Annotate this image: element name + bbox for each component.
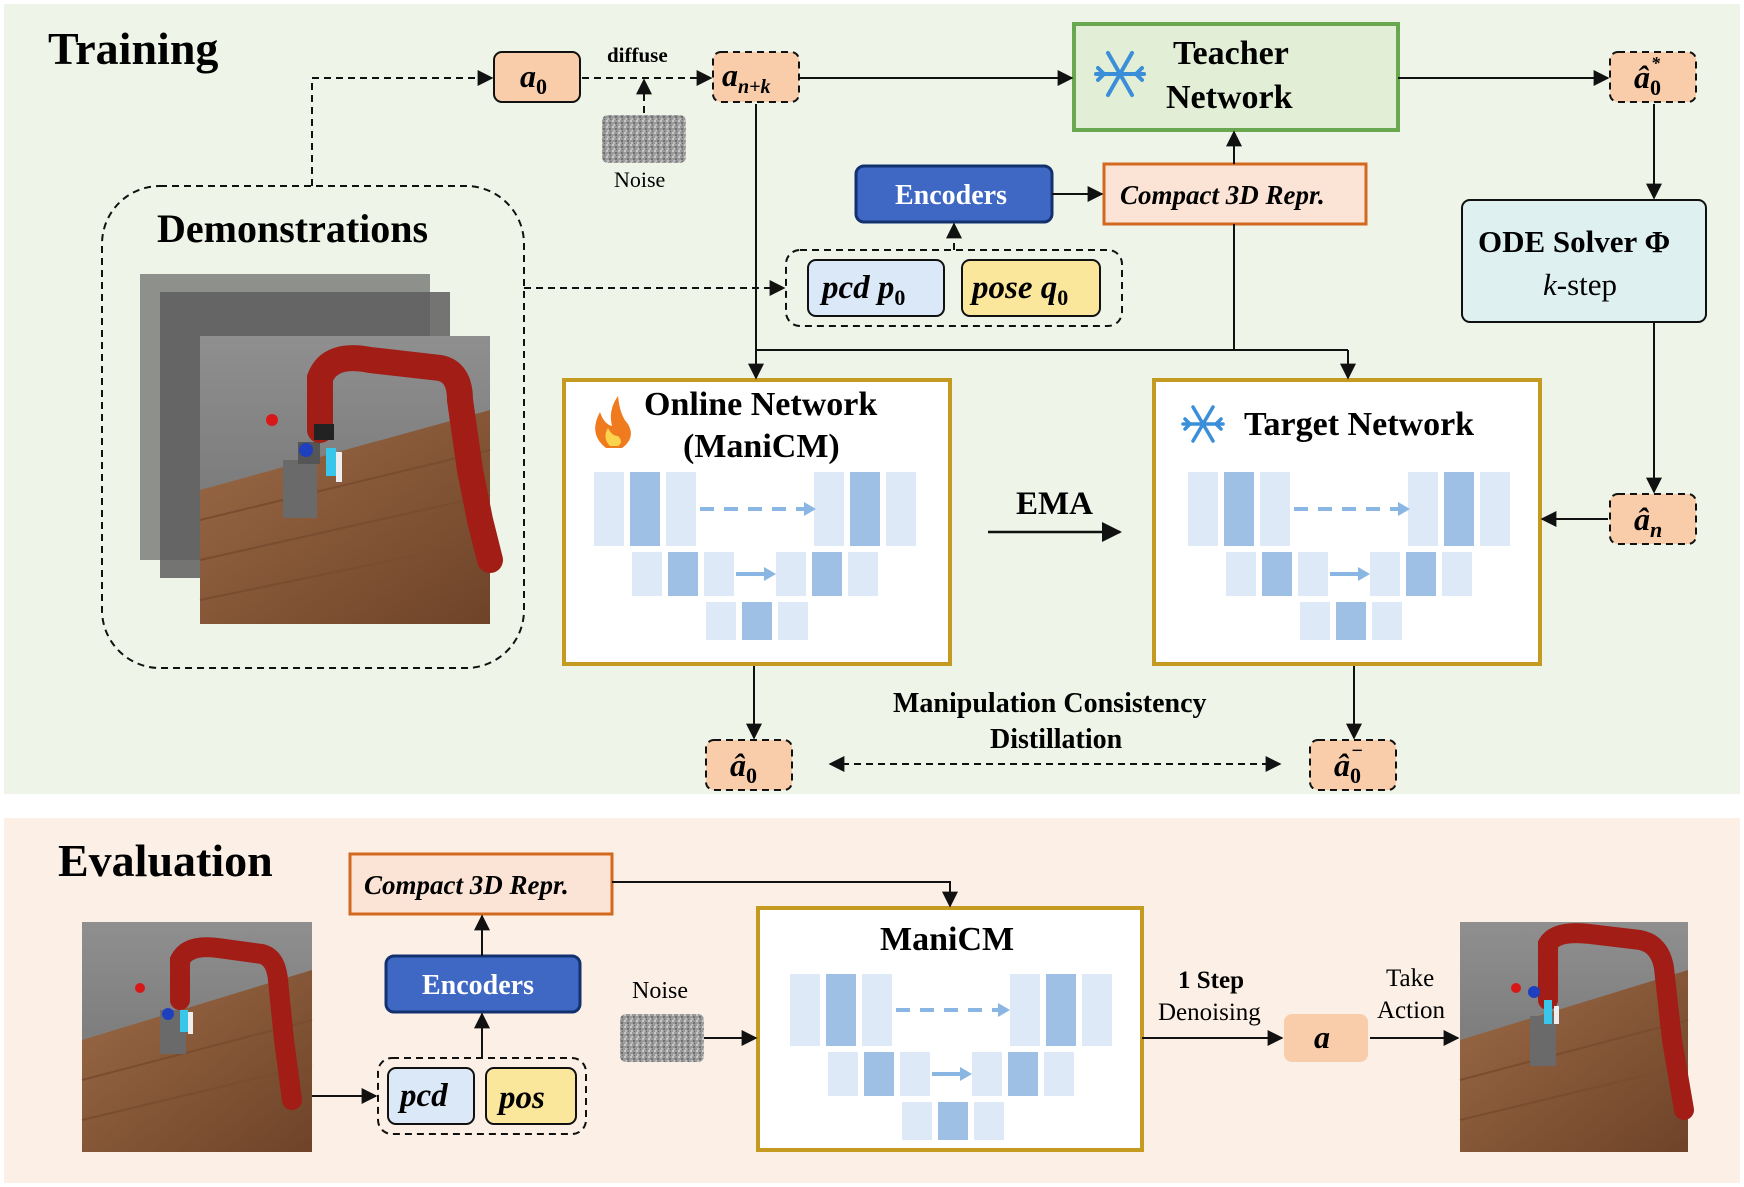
svg-text:â0−: â0−: [1334, 740, 1363, 788]
target-network-title: Target Network: [1244, 406, 1474, 443]
robot-image-output: [1459, 922, 1694, 1152]
an-node: ân: [1609, 493, 1697, 545]
a0-hat-target-node: â0−: [1309, 739, 1397, 791]
evaluation-connectors: [312, 881, 1460, 1104]
demo-frame-front: [199, 336, 503, 624]
demonstrations-label: Demonstrations: [157, 206, 428, 251]
noise-label-eval: Noise: [632, 978, 688, 1004]
a0-node: a0: [493, 51, 581, 103]
svg-text:pcd: pcd: [397, 1078, 448, 1114]
svg-text:â0: â0: [730, 747, 757, 788]
take-label: Take: [1386, 965, 1434, 992]
svg-text:Encoders: Encoders: [895, 180, 1007, 211]
evaluation-title: Evaluation: [58, 835, 273, 886]
svg-text:ODE Solver Φ: ODE Solver Φ: [1478, 224, 1670, 259]
inputs-group-training: [785, 249, 1123, 327]
svg-text:a0: a0: [520, 58, 547, 99]
online-network-title: Online Network: [644, 386, 877, 423]
snowflake-icon: [1094, 51, 1146, 97]
demonstrations-container: [101, 185, 525, 669]
fire-icon: [595, 396, 631, 448]
pose-input-training: pose q0: [961, 259, 1101, 317]
encoders-training: Encoders: [854, 164, 1054, 224]
a0-star-node: â0*: [1609, 51, 1697, 103]
teacher-network: Teacher Network: [1072, 22, 1400, 132]
pcd-input-eval: pcd: [387, 1067, 475, 1125]
svg-text:pos: pos: [496, 1080, 545, 1116]
pos-input-eval: pos: [485, 1067, 577, 1125]
svg-text:an+k: an+k: [722, 57, 771, 98]
svg-text:pose q0: pose q0: [969, 270, 1068, 310]
an-plus-k-node: an+k: [712, 51, 800, 103]
manicm-title: ManiCM: [880, 921, 1014, 958]
noise-image-eval: [620, 1014, 704, 1062]
svg-text:Encoders: Encoders: [422, 970, 534, 1001]
online-unet-diagram: [594, 472, 916, 640]
ode-solver: ODE Solver Φ k-step: [1461, 199, 1707, 323]
svg-text:pcd p0: pcd p0: [819, 270, 905, 310]
svg-text:ân: ân: [1634, 501, 1662, 542]
mcd-label-line2: Distillation: [990, 724, 1123, 755]
action-label: Action: [1377, 997, 1446, 1024]
pcd-input-training: pcd p0: [807, 259, 945, 317]
svg-text:Compact 3D Repr.: Compact 3D Repr.: [364, 870, 569, 900]
one-step-label: 1 Step: [1178, 967, 1244, 994]
noise-image-training: [602, 115, 686, 163]
compact-3d-repr-eval: Compact 3D Repr.: [348, 852, 614, 916]
a0-hat-online-node: â0: [705, 739, 793, 791]
mcd-label-line1: Manipulation Consistency: [893, 688, 1207, 719]
svg-text:Teacher: Teacher: [1173, 35, 1289, 72]
manicm-unet-diagram: [790, 974, 1112, 1140]
svg-text:k-step: k-step: [1543, 267, 1617, 302]
svg-text:Network: Network: [1166, 79, 1293, 116]
svg-text:a: a: [1314, 1019, 1330, 1055]
training-connectors: [311, 70, 1662, 772]
compact-3d-repr-training: Compact 3D Repr.: [1102, 162, 1368, 226]
diffuse-label: diffuse: [607, 43, 668, 67]
online-network-subtitle: (ManiCM): [683, 428, 840, 465]
robot-image-input: [81, 922, 313, 1152]
action-output-node: a: [1284, 1014, 1368, 1062]
denoising-label: Denoising: [1158, 999, 1261, 1026]
svg-text:â0*: â0*: [1634, 53, 1661, 100]
target-unet-diagram: [1188, 472, 1510, 640]
ema-label: EMA: [1016, 486, 1093, 522]
training-title: Training: [48, 23, 218, 74]
svg-text:Compact 3D Repr.: Compact 3D Repr.: [1120, 180, 1325, 210]
noise-label-training: Noise: [614, 167, 665, 192]
snowflake-icon: [1181, 405, 1225, 443]
encoders-eval: Encoders: [384, 954, 582, 1014]
